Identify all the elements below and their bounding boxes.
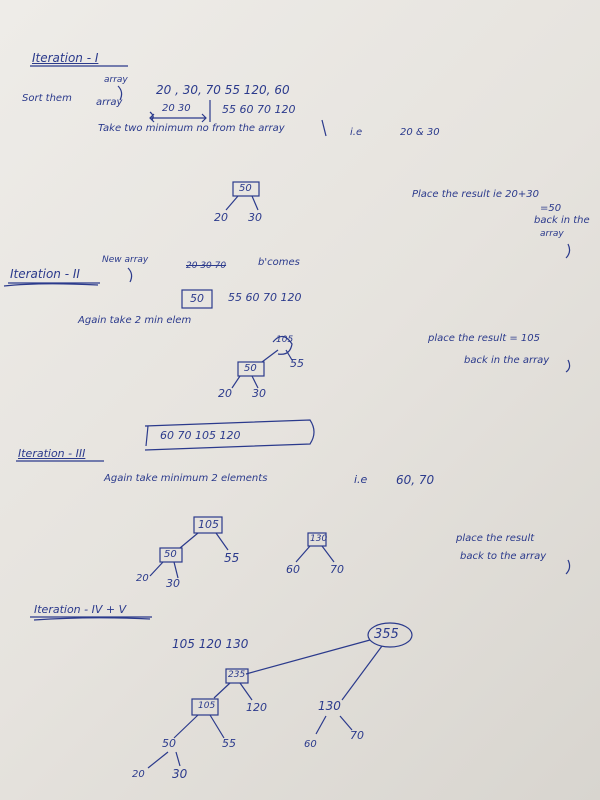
tree3a-right: 55 xyxy=(224,551,240,565)
iter3-note-2: back to the array xyxy=(460,551,547,562)
iter3-again-text: Again take minimum 2 elements xyxy=(104,473,268,484)
iter3-note-1: place the result xyxy=(456,533,535,544)
iteration-2-heading: Iteration - II xyxy=(10,267,80,281)
node-130: 130 xyxy=(318,699,341,713)
iteration-45-heading: Iteration - IV + V xyxy=(34,603,127,616)
tree2-right: 55 xyxy=(290,357,304,370)
boxed-50: 50 xyxy=(190,292,204,305)
array-label-2: array xyxy=(96,97,123,108)
tree1-left: 20 xyxy=(214,211,228,224)
node-60: 60 xyxy=(304,739,317,750)
becomes-label: b'comes xyxy=(258,257,300,268)
tree-root-355: 355 xyxy=(374,627,399,642)
iteration-3-heading: Iteration - III xyxy=(18,447,86,460)
iter2-note-1: place the result = 105 xyxy=(428,333,541,344)
iter45-array: 105 120 130 xyxy=(172,637,249,651)
tree3b-right: 70 xyxy=(330,563,344,576)
node-50: 50 xyxy=(162,737,176,750)
node-30: 30 xyxy=(172,767,188,781)
again-take-text: Again take 2 min elem xyxy=(78,315,192,326)
iter1-note-4: array xyxy=(540,229,564,239)
tree3b-left: 60 xyxy=(286,563,300,576)
tree3a-root: 105 xyxy=(198,518,219,531)
tree2-mid: 50 xyxy=(244,363,257,374)
new-array-label: New array xyxy=(102,255,149,265)
iter1-note-2: =50 xyxy=(540,203,562,214)
iteration-1-heading: Iteration - I xyxy=(32,51,99,65)
sorted-rest: 55 60 70 120 xyxy=(222,103,296,116)
iter1-note-1: Place the result ie 20+30 xyxy=(412,189,539,200)
iter3-ie: i.e xyxy=(354,473,368,486)
struck-values: 20 30 70 xyxy=(186,261,227,271)
tree3a-l1: 20 xyxy=(136,573,149,584)
array-values: 20 , 30, 70 55 120, 60 xyxy=(156,83,290,97)
tree3b-root: 130 xyxy=(310,534,328,544)
tree2-root: 105 xyxy=(276,335,294,345)
tree2-l2: 30 xyxy=(252,387,266,400)
array-rest: 55 60 70 120 xyxy=(228,291,302,304)
iter1-note-3: back in the xyxy=(534,215,590,226)
tree3a-mid: 50 xyxy=(164,549,177,560)
tree1-right: 30 xyxy=(248,211,262,224)
sort-label: Sort them xyxy=(22,93,72,104)
node-55: 55 xyxy=(222,737,236,750)
node-105: 105 xyxy=(198,701,216,711)
tree2-l1: 20 xyxy=(218,387,232,400)
node-120: 120 xyxy=(246,701,267,714)
iter2-note-2: back in the array xyxy=(464,355,550,366)
node-70: 70 xyxy=(350,729,364,742)
tree1-root: 50 xyxy=(239,183,252,194)
iter3-ie-values: 60, 70 xyxy=(396,473,435,487)
ie-label: i.e xyxy=(350,127,363,138)
node-20: 20 xyxy=(132,769,145,780)
node-235: 235 xyxy=(228,670,246,680)
array-label: array xyxy=(104,75,128,85)
iter3-box-values: 60 70 105 120 xyxy=(160,429,241,442)
ie-values: 20 & 30 xyxy=(400,127,440,138)
tree3a-l2: 30 xyxy=(166,577,180,590)
sorted-pair: 20 30 xyxy=(162,103,191,114)
take-two-text: Take two minimum no from the array xyxy=(98,123,285,134)
